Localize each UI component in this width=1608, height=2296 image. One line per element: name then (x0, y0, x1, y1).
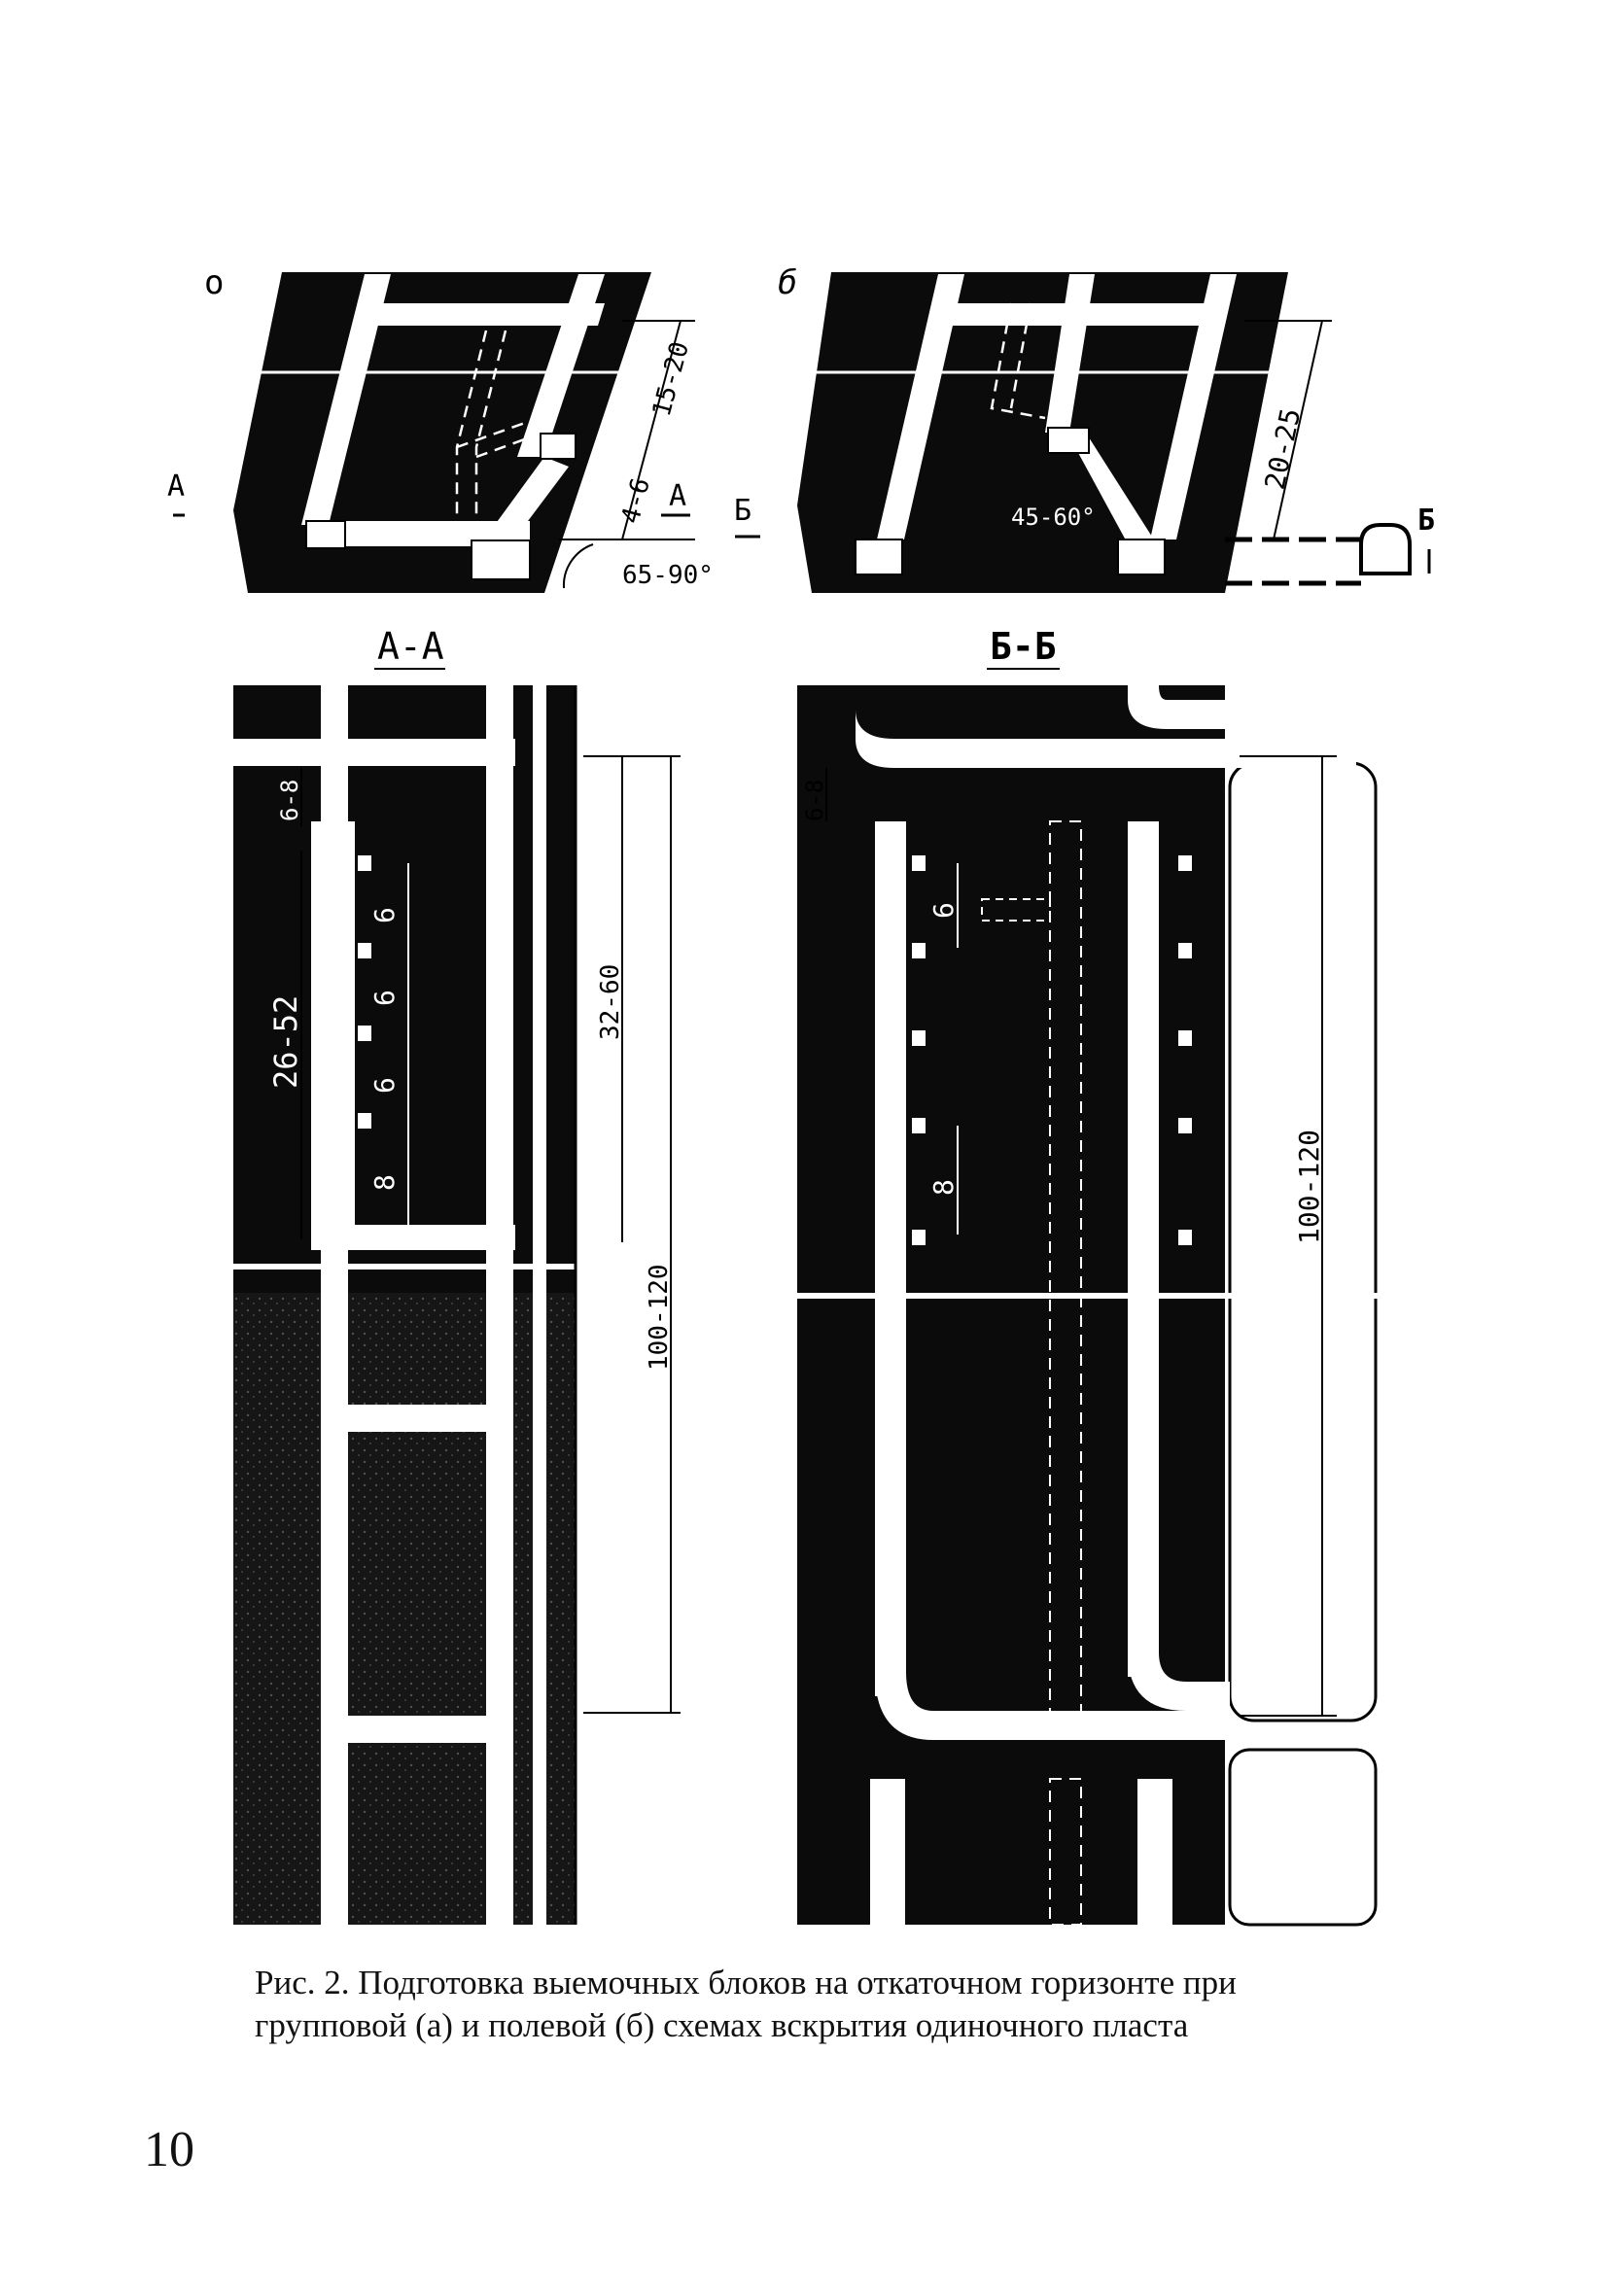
dim-aa-s2: 6 (368, 990, 401, 1006)
dim-b-angle: 45-60° (1011, 504, 1096, 531)
dim-aa-s3: 6 (368, 1077, 401, 1094)
caption-line-2: групповой (а) и полевой (б) схемах вскры… (255, 2006, 1189, 2044)
dim-aa-right: 32-60 (596, 964, 625, 1040)
dim-b-d1: 20-25 (1259, 405, 1308, 492)
dim-aa-s1: 6 (368, 907, 401, 923)
dim-bb-total: 100-120 (1293, 1130, 1325, 1244)
dim-aa-top: 6-8 (276, 780, 303, 821)
dim-a-d1: 15-20 (647, 338, 695, 419)
dim-bb-top: 6-8 (801, 780, 828, 821)
diagram-a-isometric (233, 272, 695, 593)
section-bb-title: Б-Б (990, 625, 1057, 668)
label-a: о (204, 263, 224, 302)
diagram-b-isometric (797, 272, 1412, 593)
dim-bb-s1: 6 (927, 902, 960, 919)
page-number: 10 (144, 2122, 194, 2177)
cut-b-right: Б (1417, 504, 1435, 538)
dim-a-d2: 4-6 (616, 475, 656, 527)
section-aa-plan (233, 685, 681, 1925)
dim-aa-span: 26-52 (267, 995, 304, 1089)
label-b: б (778, 263, 797, 302)
figure-caption: Рис. 2. Подготовка выемочных блоков на о… (255, 1962, 1431, 2047)
dim-aa-total: 100-120 (645, 1264, 674, 1371)
section-bb-plan (797, 685, 1419, 1927)
cut-a-left: А (167, 470, 185, 504)
cut-b-left: Б (734, 494, 752, 528)
dim-bb-s2: 8 (927, 1179, 960, 1196)
dim-aa-s4: 8 (368, 1174, 401, 1191)
section-aa-title: А-А (377, 625, 444, 668)
cut-a-right: А (669, 479, 686, 513)
caption-line-1: Рис. 2. Подготовка выемочных блоков на о… (255, 1964, 1237, 2001)
dim-a-angle: 65-90° (622, 561, 714, 590)
